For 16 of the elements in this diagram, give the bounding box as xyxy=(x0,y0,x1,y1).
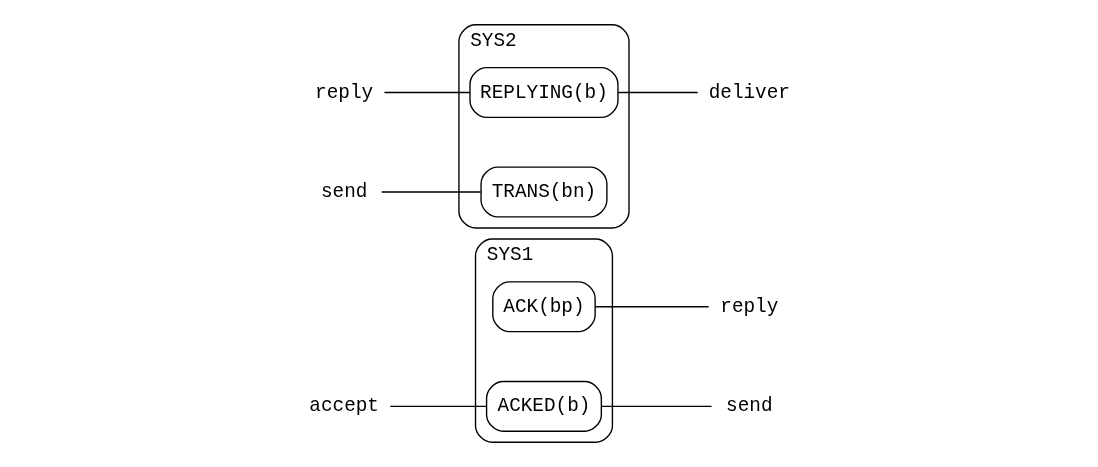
node-text: accept xyxy=(308,395,379,418)
connector xyxy=(594,306,709,308)
node-box: REPLYING(b) xyxy=(468,66,619,119)
node-text: reply xyxy=(719,295,778,318)
connector xyxy=(380,191,481,193)
connector xyxy=(600,405,712,408)
node-text: deliver xyxy=(708,81,790,104)
connector xyxy=(389,405,487,408)
node-text: send xyxy=(320,181,367,204)
node-box: TRANS(bn) xyxy=(479,166,608,218)
connector xyxy=(383,91,471,94)
node-text: send xyxy=(725,395,773,418)
node-text: reply xyxy=(314,81,373,104)
node-box: ACK(bp) xyxy=(491,281,596,333)
connector xyxy=(617,91,698,94)
node-box: ACKED(b) xyxy=(485,380,602,432)
